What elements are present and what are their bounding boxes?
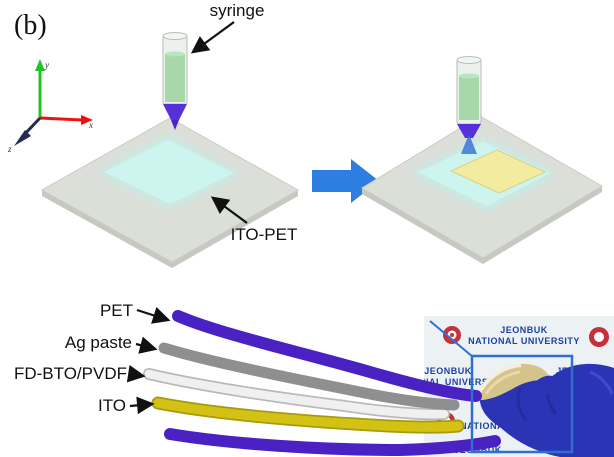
fd-bto-pvdf-arrow-icon xyxy=(126,365,146,383)
layer-label-ito: ITO xyxy=(98,396,126,415)
syringe-needle xyxy=(171,120,179,130)
watermark-text-line1: JEONBUK xyxy=(500,325,548,335)
ag-paste-ribbon xyxy=(158,342,460,411)
syringe-opening xyxy=(162,32,188,40)
x-axis-arrowhead-icon xyxy=(81,115,93,125)
pet-ribbon xyxy=(172,310,482,402)
glove-finger xyxy=(531,375,559,397)
syringe-liquid-surface xyxy=(459,73,479,79)
layer-label-pet: PET xyxy=(100,301,133,320)
device-film-fold xyxy=(484,370,521,395)
syringe-liquid xyxy=(459,76,479,120)
ito-ribbon xyxy=(153,398,463,432)
flexible-device-film xyxy=(476,363,551,401)
syringe-label: syringe xyxy=(210,1,265,20)
university-emblem-inner xyxy=(594,332,604,342)
ito-pet-label: ITO-PET xyxy=(231,225,298,244)
syringe-tip xyxy=(163,104,187,120)
glove-highlight xyxy=(589,370,614,395)
ito-pet-arrow-icon xyxy=(210,196,248,224)
university-emblem-core xyxy=(450,333,454,337)
layer-label-ag-paste: Ag paste xyxy=(65,333,132,352)
syringe-right xyxy=(456,56,482,154)
callout-line xyxy=(429,320,474,358)
watermark-row: JEONBUK NATIONAL UNIVERSITY xyxy=(443,325,609,347)
syringe-tip xyxy=(457,124,481,138)
ink-cone xyxy=(461,134,477,154)
syringe-left xyxy=(162,32,188,130)
z-axis-arrowhead-icon xyxy=(14,130,31,146)
scene-during-printing xyxy=(361,56,603,264)
z-axis-label: z xyxy=(7,144,12,154)
scene-before-printing xyxy=(40,32,300,268)
layer-stack-diagram xyxy=(143,310,501,457)
y-axis-label: y xyxy=(44,60,49,70)
y-axis-arrowhead-icon xyxy=(35,59,45,71)
ag-paste-arrow-icon xyxy=(135,336,158,354)
syringe-liquid-surface xyxy=(165,51,185,57)
x-axis xyxy=(39,116,83,122)
printed-layer xyxy=(449,149,547,194)
ito-pet-film xyxy=(104,140,234,204)
pet-arrow-icon xyxy=(136,307,171,324)
callout-box xyxy=(470,354,574,454)
syringe-opening xyxy=(456,56,482,64)
coordinate-axes-icon: y x z xyxy=(7,59,93,154)
pvdf-ribbon xyxy=(144,369,449,419)
panel-label: (b) xyxy=(14,10,47,41)
syringe-arrow-icon xyxy=(190,21,235,54)
bottom-pet-ribbon xyxy=(164,428,501,457)
watermark-text-line1: JEONBUK xyxy=(424,366,472,376)
layer-label-fd-bto-pvdf: FD-BTO/PVDF xyxy=(14,364,127,383)
watermark-text-line2: NATIONAL UNIVERSITY xyxy=(468,336,580,346)
syringe-liquid xyxy=(165,54,185,102)
watermark-text-line2: NATIONAL UNIVERSITY xyxy=(392,377,504,387)
glove-crease xyxy=(516,387,528,421)
x-axis-label: x xyxy=(88,120,93,130)
ito-arrow-icon xyxy=(129,396,155,415)
